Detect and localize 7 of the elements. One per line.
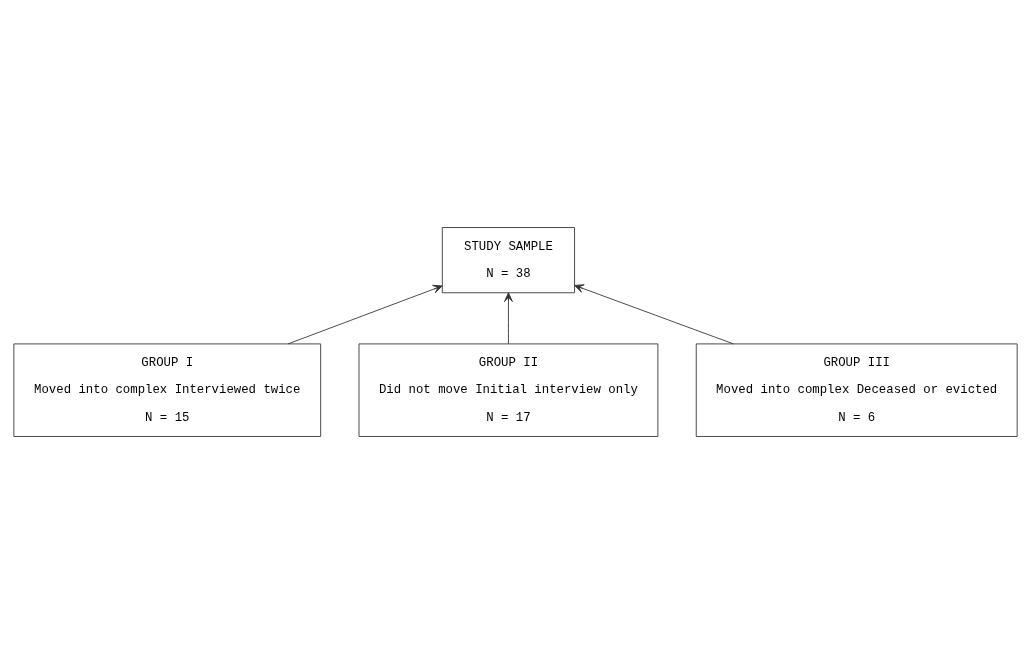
node-box: GROUP II Did not move Initial interview only N = 17	[358, 343, 659, 437]
arrow	[504, 292, 513, 345]
node-box: GROUP III Moved into complex Deceased or evicted N = 6	[695, 343, 1018, 437]
arrow	[287, 284, 443, 345]
node-box: GROUP I Moved into complex Interviewed twice N = 15	[13, 343, 322, 437]
arrow	[574, 284, 734, 345]
node-box: STUDY SAMPLE N = 38	[441, 227, 575, 294]
